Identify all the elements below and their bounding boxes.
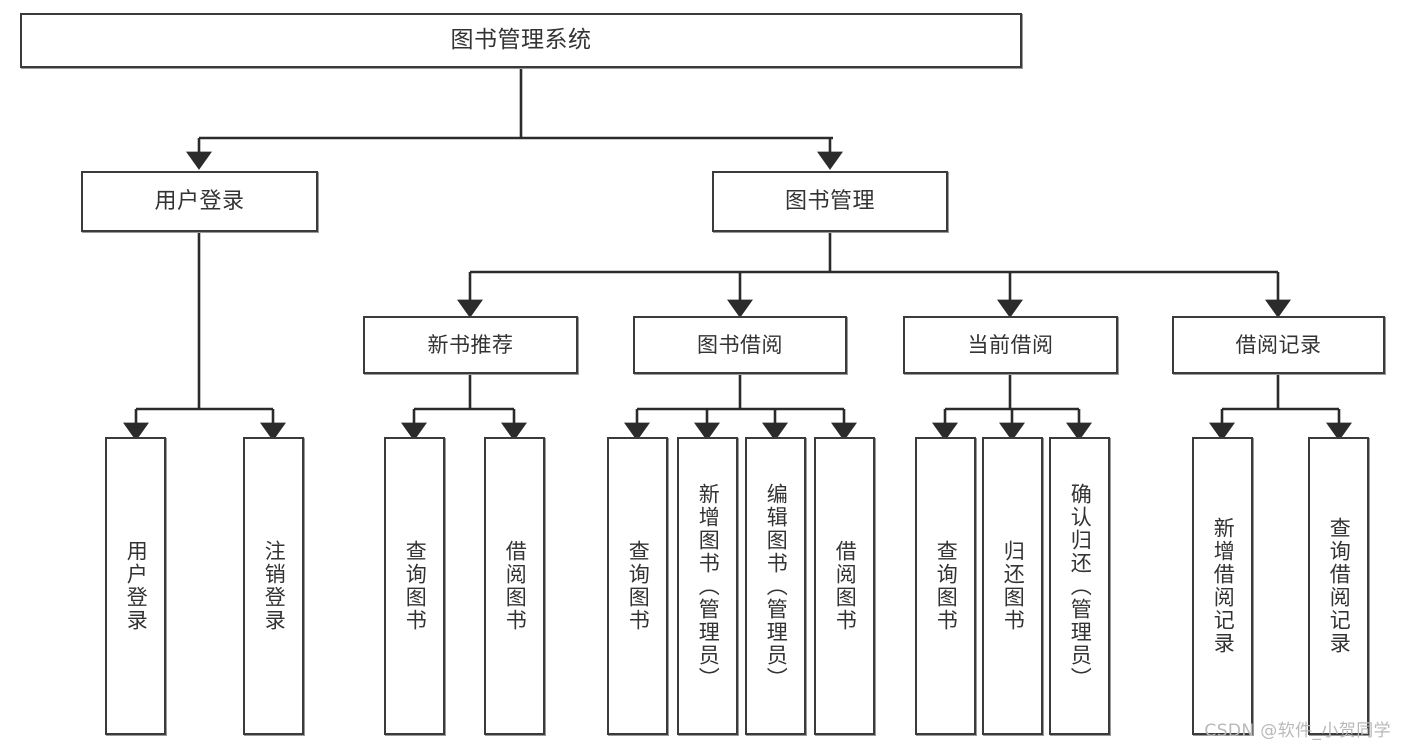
node-label: 查询图书	[934, 540, 959, 632]
node-label: 用户登录	[154, 188, 245, 214]
node-label: 当前借阅	[967, 332, 1054, 357]
node-label: 编辑图书（管理员）	[764, 482, 789, 690]
node-book-borrow[interactable]: 图书借阅	[633, 316, 847, 374]
node-leaf-user-login[interactable]: 用户登录	[105, 437, 166, 735]
node-label: 图书管理	[784, 188, 875, 214]
node-current-borrow[interactable]: 当前借阅	[903, 316, 1118, 374]
node-label: 图书借阅	[697, 332, 783, 357]
node-leaf-query-book-2[interactable]: 查询图书	[607, 437, 668, 735]
node-borrow-record[interactable]: 借阅记录	[1172, 316, 1385, 374]
node-label: 查询借阅记录	[1327, 517, 1352, 655]
node-label: 用户登录	[124, 540, 149, 632]
node-leaf-borrow-book-2[interactable]: 借阅图书	[814, 437, 875, 735]
node-label: 新增借阅记录	[1211, 517, 1236, 655]
node-label: 注销登录	[262, 540, 287, 632]
node-leaf-add-record[interactable]: 新增借阅记录	[1192, 437, 1253, 735]
node-label: 借阅图书	[833, 540, 858, 632]
node-leaf-add-book[interactable]: 新增图书（管理员）	[677, 437, 738, 735]
node-leaf-logout[interactable]: 注销登录	[243, 437, 304, 735]
node-leaf-query-book-3[interactable]: 查询图书	[915, 437, 976, 735]
node-user-login[interactable]: 用户登录	[81, 171, 318, 232]
node-label: 查询图书	[626, 540, 651, 632]
node-label: 新书推荐	[427, 332, 514, 357]
node-leaf-borrow-book-1[interactable]: 借阅图书	[484, 437, 545, 735]
node-label: 借阅图书	[503, 540, 528, 632]
node-leaf-query-record[interactable]: 查询借阅记录	[1308, 437, 1369, 735]
node-leaf-confirm-return[interactable]: 确认归还（管理员）	[1049, 437, 1110, 735]
csdn-watermark: CSDN @软件_小贺同学	[1204, 721, 1391, 741]
node-label: 新增图书（管理员）	[696, 482, 721, 690]
node-leaf-edit-book[interactable]: 编辑图书（管理员）	[745, 437, 806, 735]
node-label: 确认归还（管理员）	[1068, 482, 1093, 690]
node-book-manage[interactable]: 图书管理	[712, 171, 948, 232]
node-leaf-return-book[interactable]: 归还图书	[982, 437, 1043, 735]
node-book-management-system[interactable]: 图书管理系统	[20, 13, 1022, 68]
node-leaf-query-book-1[interactable]: 查询图书	[384, 437, 445, 735]
node-label: 查询图书	[403, 540, 428, 632]
node-label: 借阅记录	[1235, 332, 1322, 357]
node-new-book-recommend[interactable]: 新书推荐	[363, 316, 578, 374]
node-label: 归还图书	[1001, 540, 1026, 632]
node-label: 图书管理系统	[450, 26, 592, 53]
